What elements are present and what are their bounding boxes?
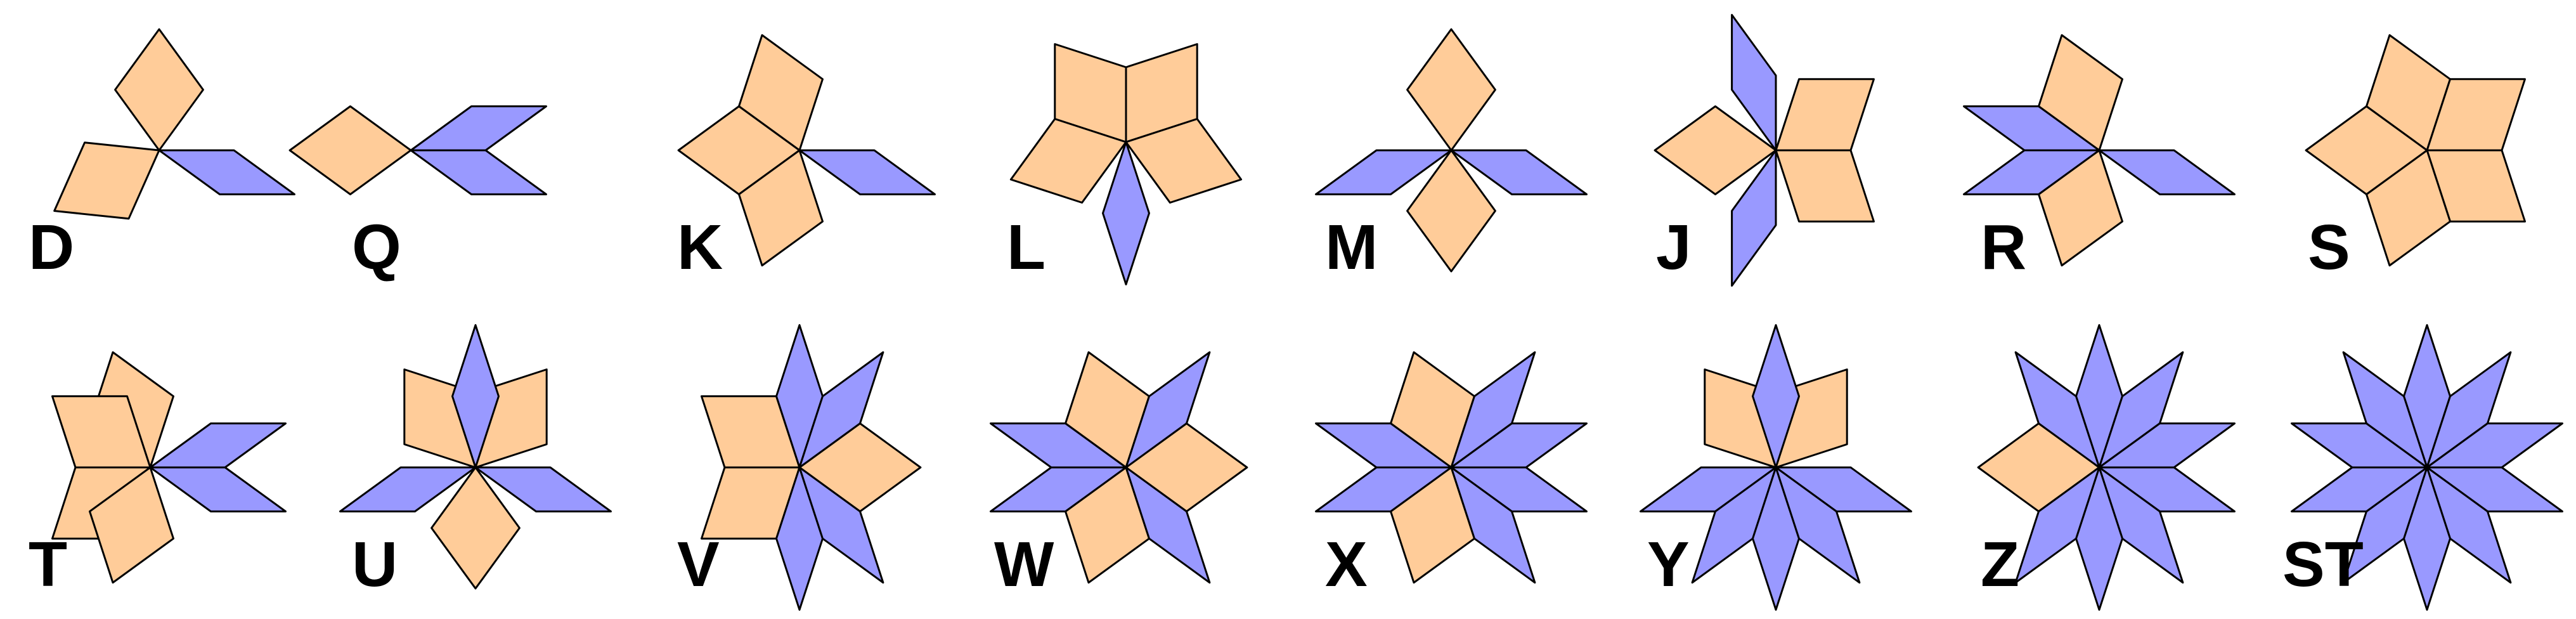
thin-rhomb-m-2 (1450, 149, 1588, 195)
thin-rhomb-t-4 (149, 422, 287, 469)
thin-rhomb-u-4 (339, 466, 477, 512)
figure-label-x: X (1325, 529, 1368, 600)
thin-rhomb-u-5 (474, 466, 612, 512)
figure-label-l: L (1007, 212, 1046, 283)
thin-rhomb-l-4 (1102, 141, 1150, 285)
vertex-figure-d (53, 28, 295, 220)
thin-rhomb-d-2 (158, 149, 295, 195)
thin-rhomb-m-3 (1315, 149, 1453, 195)
figure-label-t: T (29, 529, 68, 600)
figure-label-w: W (994, 529, 1054, 600)
vertex-figure-st (2291, 324, 2563, 611)
vertex-figure-q (288, 105, 547, 195)
vertex-figure-y (1640, 324, 1912, 611)
figure-label-r: R (1981, 212, 2027, 283)
wide-rhomb-j-0 (1775, 78, 1875, 152)
figure-label-st: ST (2282, 529, 2364, 600)
wide-rhomb-q-0 (288, 105, 412, 195)
thin-rhomb-w-5 (1125, 351, 1211, 469)
thin-rhomb-w-4 (990, 466, 1127, 512)
thin-rhomb-st-9 (2342, 351, 2428, 469)
vertex-figure-r (1963, 34, 2236, 267)
thin-rhomb-v-6 (798, 466, 884, 584)
thin-rhomb-z-7 (2014, 466, 2100, 584)
thin-rhomb-k-3 (798, 149, 936, 195)
figure-label-q: Q (352, 212, 401, 283)
thin-rhomb-y-7 (1775, 466, 1861, 584)
thin-rhomb-z-8 (2014, 351, 2100, 469)
vertex-figure-u (339, 324, 612, 590)
vertex-figure-j (1654, 14, 1875, 287)
vertex-figure-k (677, 34, 936, 267)
wide-rhomb-u-2 (430, 466, 521, 590)
wide-rhomb-j-1 (1775, 149, 1875, 223)
figure-label-y: Y (1647, 529, 1690, 600)
thin-rhomb-v-4 (798, 351, 884, 469)
thin-rhomb-y-2 (1752, 324, 1800, 469)
thin-rhomb-j-4 (1731, 149, 1777, 287)
figure-label-z: Z (1981, 529, 2020, 600)
wide-rhomb-j-2 (1654, 105, 1777, 195)
wide-rhomb-k-2 (738, 149, 824, 267)
wide-rhomb-s-4 (2305, 105, 2428, 195)
wide-rhomb-l-3 (1125, 118, 1243, 204)
figure-label-d: D (29, 212, 75, 283)
thin-rhomb-q-1 (410, 105, 547, 152)
vertex-figure-t (51, 351, 287, 584)
vertex-figure-s (2305, 34, 2526, 267)
thin-rhomb-r-2 (2098, 149, 2236, 195)
wide-rhomb-m-0 (1406, 28, 1496, 152)
vertex-figure-v (701, 324, 922, 611)
vertex-figure-m (1315, 28, 1588, 273)
thin-rhomb-u-3 (451, 324, 500, 469)
vertex-figure-w (990, 351, 1248, 584)
vertex-figure-l (1009, 43, 1243, 285)
figure-label-u: U (352, 529, 398, 600)
figure-label-v: V (677, 529, 720, 600)
thin-rhomb-r-4 (1963, 149, 2100, 195)
thin-rhomb-x-3 (1315, 466, 1453, 512)
figure-label-s: S (2308, 212, 2350, 283)
figure-label-k: K (677, 212, 723, 283)
wide-rhomb-m-1 (1406, 149, 1496, 273)
wide-rhomb-t-3 (89, 466, 174, 584)
wide-rhomb-d-0 (114, 28, 204, 152)
thin-rhomb-t-5 (149, 466, 287, 512)
thin-rhomb-x-7 (1450, 466, 1536, 584)
thin-rhomb-j-3 (1731, 14, 1777, 152)
vertex-figure-z (1977, 324, 2236, 611)
figure-label-j: J (1656, 212, 1692, 283)
thin-rhomb-w-6 (1125, 466, 1211, 584)
wide-rhomb-l-2 (1009, 118, 1127, 204)
thin-rhomb-q-2 (410, 149, 547, 195)
wide-rhomb-d-1 (53, 141, 160, 220)
vertex-figure-x (1315, 351, 1588, 584)
figure-label-m: M (1325, 212, 1378, 283)
